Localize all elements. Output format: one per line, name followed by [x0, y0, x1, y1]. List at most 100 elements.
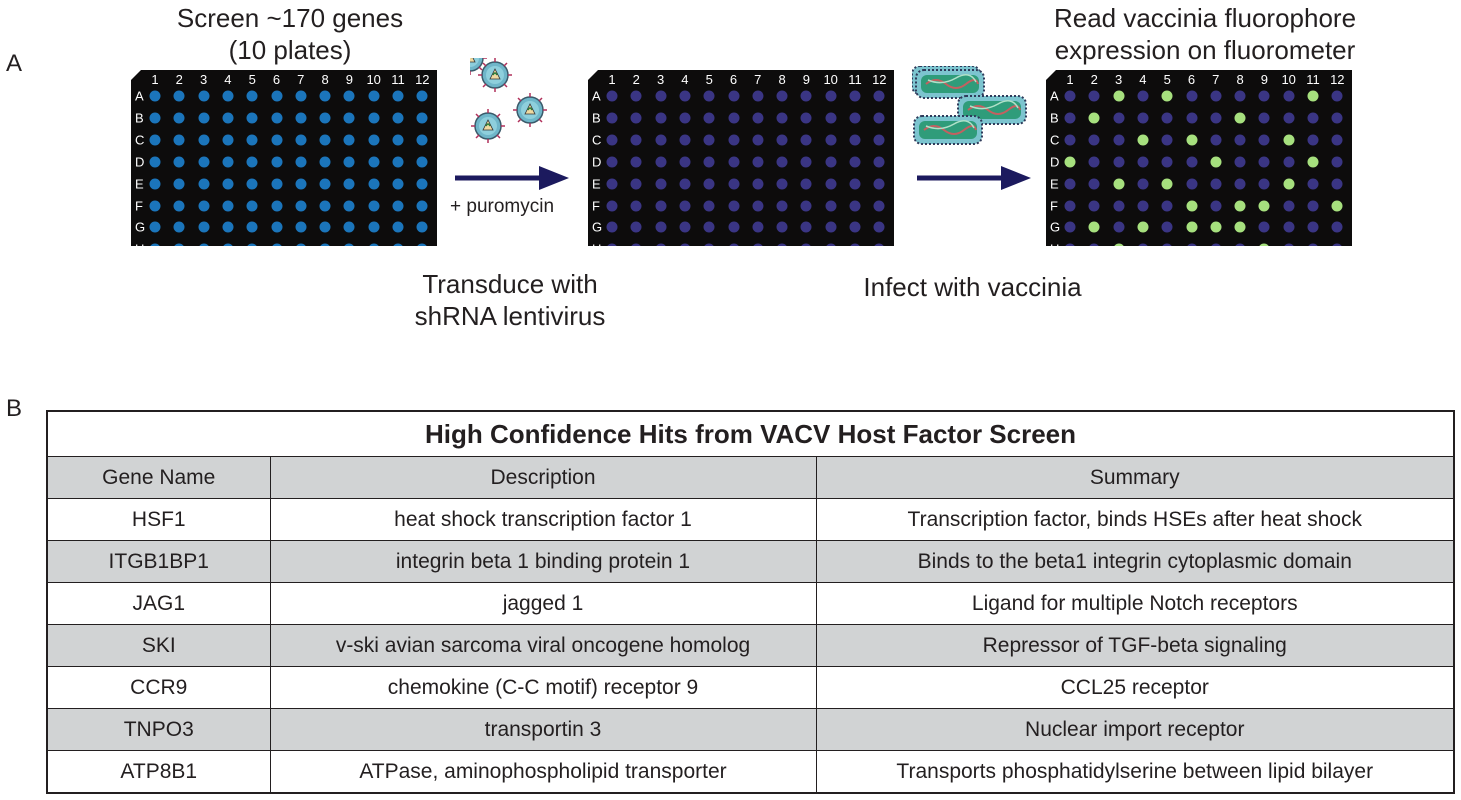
well [222, 200, 234, 211]
description-cell: chemokine (C-C motif) receptor 9 [269, 666, 817, 709]
well [800, 90, 812, 102]
well [149, 221, 161, 233]
row-letter: E [135, 176, 144, 192]
well [1258, 178, 1270, 190]
well [343, 112, 355, 124]
well [1137, 243, 1149, 246]
well [1234, 156, 1246, 168]
well [271, 178, 282, 190]
summary-cell: Transcription factor, binds HSEs after h… [815, 498, 1455, 541]
well [825, 178, 837, 190]
well [1283, 90, 1295, 102]
well [1283, 134, 1295, 146]
well [295, 112, 307, 124]
well [1186, 156, 1197, 168]
well [1137, 134, 1149, 146]
well [1088, 178, 1100, 190]
gene-name-cell: ATP8B1 [46, 750, 271, 794]
step-screen-label: Screen ~170 genes (10 plates) [176, 3, 404, 65]
column-number: 8 [778, 72, 786, 87]
well [1113, 200, 1125, 211]
well [1210, 134, 1222, 146]
description-cell: heat shock transcription factor 1 [269, 498, 817, 541]
row-letter: D [1050, 154, 1060, 170]
row-letter: B [135, 110, 144, 126]
well [271, 90, 282, 102]
well [1210, 90, 1222, 102]
well [703, 112, 715, 124]
table-row: SKI v-ski avian sarcoma viral oncogene h… [46, 624, 1455, 667]
well [679, 134, 691, 146]
well [1161, 90, 1173, 102]
well [222, 112, 234, 124]
well [222, 90, 234, 102]
well [849, 112, 861, 124]
summary-cell: Transports phosphatidylserine between li… [815, 750, 1455, 794]
well [752, 90, 764, 102]
well [295, 178, 307, 190]
column-header-description: Description [269, 456, 817, 499]
well [222, 243, 234, 246]
column-number: 10 [366, 72, 381, 87]
column-number: 7 [297, 72, 305, 87]
summary-cell: Binds to the beta1 integrin cytoplasmic … [815, 540, 1455, 583]
well [295, 90, 307, 102]
well [776, 221, 788, 233]
well [849, 178, 861, 190]
column-number: 12 [415, 72, 430, 87]
well [149, 134, 161, 146]
well [1258, 243, 1270, 246]
well [1088, 243, 1100, 246]
well [655, 134, 667, 146]
well [1064, 178, 1076, 190]
well [606, 156, 618, 168]
well [1064, 90, 1076, 102]
well [319, 156, 331, 168]
well [368, 112, 380, 124]
well [1307, 134, 1319, 146]
well [1161, 134, 1173, 146]
gene-name-cell: CCR9 [46, 666, 271, 709]
well [198, 156, 210, 168]
well [392, 178, 404, 190]
well [752, 243, 764, 246]
well [1258, 200, 1270, 211]
well [198, 178, 210, 190]
well [416, 134, 428, 146]
well [728, 156, 739, 168]
well [1210, 112, 1222, 124]
well [149, 200, 161, 211]
well [776, 200, 788, 211]
lentivirus-icon [470, 58, 548, 144]
well [1113, 243, 1125, 246]
well [776, 178, 788, 190]
well [630, 156, 642, 168]
well [198, 112, 210, 124]
row-letter: H [1050, 241, 1060, 257]
well [679, 178, 691, 190]
row-letter: H [135, 241, 145, 257]
well [1186, 90, 1197, 102]
well [1234, 178, 1246, 190]
column-number: 3 [199, 72, 208, 87]
well [271, 200, 282, 211]
well [392, 90, 404, 102]
well [1331, 90, 1343, 102]
well [728, 112, 739, 124]
well [776, 134, 788, 146]
well [1234, 90, 1246, 102]
well [1113, 178, 1125, 190]
row-letter: G [1050, 219, 1061, 235]
well [873, 90, 885, 102]
well [271, 134, 282, 146]
well [1234, 200, 1246, 211]
well [679, 243, 691, 246]
well [776, 90, 788, 102]
well [1283, 156, 1295, 168]
well [1307, 221, 1319, 233]
well [416, 200, 428, 211]
well [246, 178, 258, 190]
well [1210, 243, 1222, 246]
well [1210, 221, 1222, 233]
well [800, 156, 812, 168]
